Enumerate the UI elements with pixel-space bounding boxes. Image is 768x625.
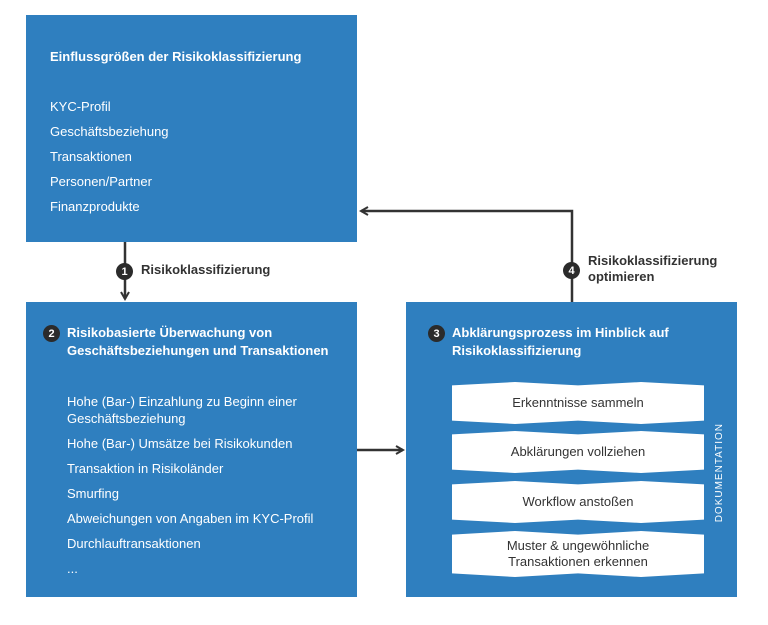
step3-badge: 3 (428, 325, 445, 342)
risk-monitoring-box: 2 Risikobasierte Überwachung von Geschäf… (26, 302, 357, 597)
step4-badge: 4 (563, 262, 580, 279)
step4-annotation: 4 Risikoklassifizierung optimieren (563, 253, 717, 285)
factor-item: KYC-Profil (50, 99, 111, 114)
factor-item: Transaktionen (50, 149, 132, 164)
factor-item: Personen/Partner (50, 174, 152, 189)
process-step-label: Erkenntnisse sammeln (452, 382, 704, 424)
influencing-factors-box: Einflussgrößen der Risikoklassifizierung… (26, 15, 357, 242)
process-step-banner: Erkenntnisse sammeln (452, 382, 704, 424)
monitoring-item: Transaktion in Risikoländer (67, 461, 224, 476)
process-step-label: Abklärungen vollziehen (452, 431, 704, 473)
monitoring-item: Smurfing (67, 486, 120, 501)
process-step-label: Workflow anstoßen (452, 481, 704, 523)
step1-annotation: 1 Risikoklassifizierung (116, 262, 270, 280)
step4-label-line1: Risikoklassifizierung (588, 253, 718, 268)
process-step-label: Muster & ungewöhnliche Transaktionen erk… (452, 531, 704, 577)
monitoring-item: Hohe (Bar-) Umsätze bei Risikokunden (67, 436, 293, 451)
process-step-banner: Muster & ungewöhnliche Transaktionen erk… (452, 531, 704, 577)
process-step-banner: Workflow anstoßen (452, 481, 704, 523)
influencing-factors-title: Einflussgrößen der Risikoklassifizierung (50, 49, 302, 64)
documentation-side-label: DOKUMENTATION (707, 418, 731, 528)
documentation-label-text: DOKUMENTATION (713, 423, 725, 523)
arrow-box3-to-box1 (361, 211, 574, 302)
step2-badge: 2 (43, 325, 60, 342)
factor-item: Geschäftsbeziehung (50, 124, 169, 139)
monitoring-item: Abweichungen von Angaben im KYC-Profil (67, 511, 314, 526)
step1-label: Risikoklassifizierung (141, 262, 271, 277)
step1-badge: 1 (116, 263, 133, 280)
clarification-title-line1: Abklärungsprozess im Hinblick auf (452, 325, 669, 340)
monitoring-item: ... (67, 561, 78, 576)
monitoring-item: Durchlauftransaktionen (67, 536, 201, 551)
factor-item: Finanzprodukte (50, 199, 140, 214)
monitoring-item: Hohe (Bar-) Einzahlung zu Beginn einer G… (67, 394, 297, 426)
clarification-title-line2: Risikoklassifizierung (452, 343, 582, 358)
risk-monitoring-title-line1: Risikobasierte Überwachung von (67, 325, 273, 340)
step4-label-line2: optimieren (588, 269, 655, 284)
process-step-banner: Abklärungen vollziehen (452, 431, 704, 473)
risk-monitoring-title-line2: Geschäftsbeziehungen und Transaktionen (67, 343, 329, 358)
